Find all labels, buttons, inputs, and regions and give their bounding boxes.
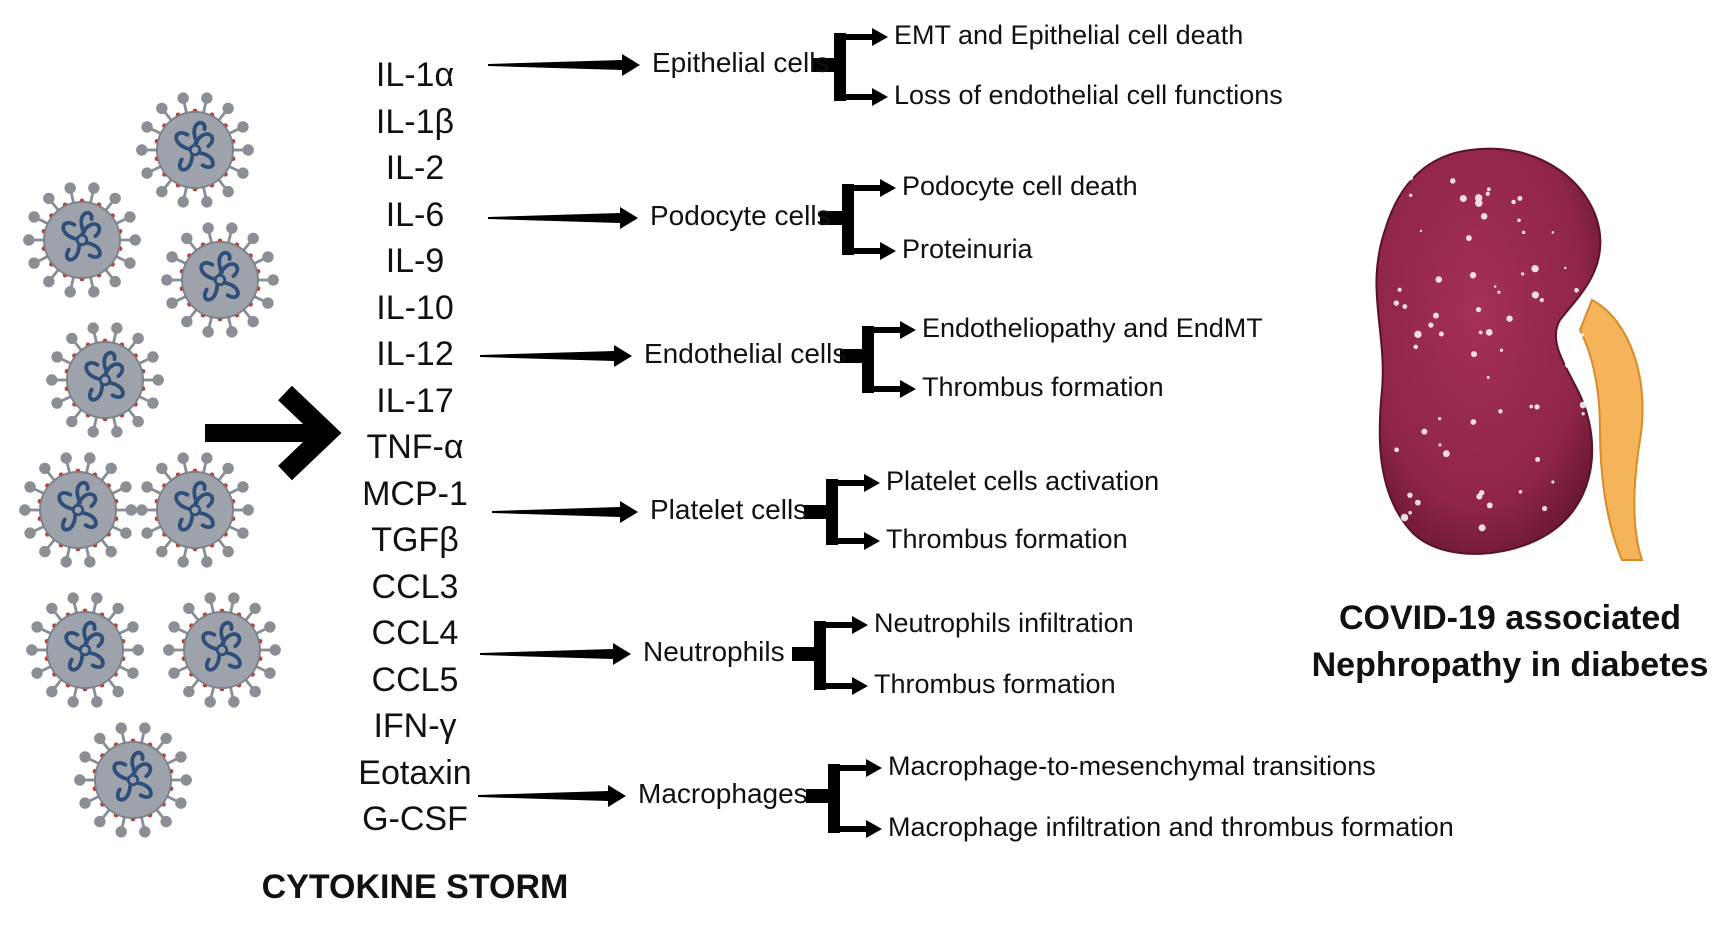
pathway-arrow (478, 785, 626, 807)
cell-type-label: Endothelial cells (644, 338, 847, 369)
effect-label: Macrophage-to-mesenchymal transitions (888, 751, 1376, 781)
pathway-arrow (488, 207, 638, 229)
effect-label: Neutrophils infiltration (874, 608, 1134, 638)
cell-type-label: Platelet cells (650, 494, 808, 525)
coronavirus-icon (161, 590, 283, 710)
effect-arrowhead (872, 28, 888, 46)
cytokine-label: IL-17 (376, 381, 454, 420)
effect-label: Platelet cells activation (886, 466, 1160, 496)
virus-cluster (17, 90, 283, 840)
cytokine-label: IL-1α (375, 56, 455, 94)
effect-arrowhead (864, 532, 880, 550)
effect-arrowhead (900, 380, 916, 398)
cytokine-label: TGFβ (371, 521, 459, 559)
cytokine-label: IL-10 (376, 288, 454, 327)
coronavirus-icon (159, 220, 281, 340)
cell-type-label: Podocyte cells (650, 200, 831, 231)
coronavirus-icon (44, 320, 166, 440)
effect-label: Loss of endothelial cell functions (894, 80, 1283, 110)
cytokine-label: TNF-α (366, 428, 464, 466)
cell-type-label: Macrophages (638, 778, 808, 809)
bracket-bar (842, 184, 854, 255)
effect-arrowhead (872, 88, 888, 106)
pathway-arrow (480, 345, 632, 367)
cytokine-label: MCP-1 (362, 474, 468, 513)
bracket-bar (834, 33, 846, 101)
effect-arrowhead (880, 179, 896, 197)
cytokine-label: IL-2 (385, 149, 445, 187)
cytokine-label: CCL5 (371, 660, 459, 699)
coronavirus-icon (21, 180, 143, 300)
effect-arrowhead (866, 759, 882, 777)
kidney-icon (1375, 147, 1644, 561)
pathway-arrow (492, 501, 638, 523)
effect-label: Thrombus formation (874, 669, 1116, 699)
effect-label: Endotheliopathy and EndMT (922, 313, 1263, 343)
cytokine-label: IFN-γ (373, 707, 457, 745)
pathway-connectors (478, 28, 916, 838)
cell-type-label: Epithelial cells (652, 47, 830, 78)
effect-label: Thrombus formation (886, 524, 1128, 554)
nephropathy-title-line-1: COVID-19 associated (1338, 599, 1682, 637)
bracket-bar (826, 479, 838, 545)
effect-label: EMT and Epithelial cell death (894, 20, 1244, 50)
effect-label: Macrophage infiltration and thrombus for… (888, 812, 1454, 842)
nephropathy-title: COVID-19 associated Nephropathy in diabe… (1300, 595, 1720, 689)
effect-arrowhead (852, 616, 868, 634)
cytokine-label: CCL3 (371, 567, 459, 606)
coronavirus-icon (24, 590, 146, 710)
effect-label: Podocyte cell death (902, 171, 1138, 201)
bracket-bar (828, 764, 840, 833)
pathway-arrow (480, 643, 631, 665)
effect-arrowhead (864, 474, 880, 492)
effect-arrowhead (880, 242, 896, 260)
cytokine-label: CCL4 (371, 614, 459, 652)
bracket-bar (814, 621, 826, 690)
cytokine-label: IL-9 (385, 242, 445, 280)
effect-label: Thrombus formation (922, 372, 1164, 402)
cell-type-label: Neutrophils (643, 636, 785, 667)
coronavirus-icon (134, 450, 256, 570)
effect-arrowhead (900, 321, 916, 339)
effect-label: Proteinuria (902, 234, 1033, 264)
pathway-arrow (488, 54, 640, 76)
cytokine-storm-label: CYTOKINE STORM (261, 868, 569, 906)
coronavirus-icon (134, 90, 256, 210)
effect-arrowhead (852, 677, 868, 695)
nephropathy-title-line-2: Nephropathy in diabetes (1311, 646, 1709, 684)
cytokine-label: IL-6 (385, 195, 445, 234)
cytokine-label: Eotaxin (358, 753, 472, 792)
cytokine-label: IL-1β (375, 102, 455, 141)
effect-arrowhead (866, 820, 882, 838)
coronavirus-icon (17, 450, 139, 570)
cytokine-label: IL-12 (376, 335, 454, 373)
coronavirus-icon (72, 720, 194, 840)
bracket-bar (862, 326, 874, 393)
big-arrow-icon (205, 385, 342, 481)
cytokine-label: G-CSF (362, 800, 468, 838)
